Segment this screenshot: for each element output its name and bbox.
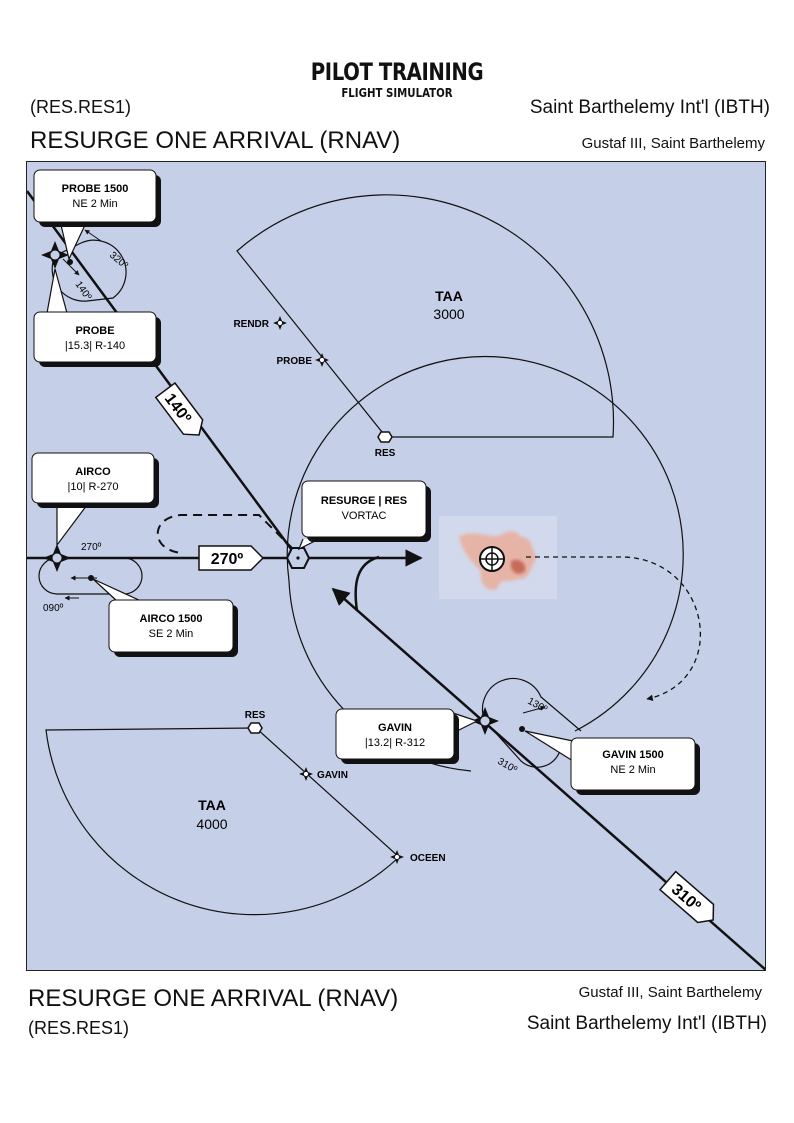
taa-north-boundary	[236, 194, 615, 438]
footer-airport-name: Saint Barthelemy Int'l (IBTH)	[526, 1013, 767, 1034]
taa-south-altitude: 4000	[196, 816, 227, 832]
res-north-waypoint-icon	[377, 431, 393, 443]
logo-sub-text: FLIGHT SIMULATOR	[341, 86, 453, 100]
callout-gavin-fix: GAVIN |13.2| R-312	[335, 708, 479, 764]
procedure-code: (RES.RES1)	[30, 97, 132, 117]
airco-hold-out-heading: 090º	[43, 603, 64, 614]
airport-symbol	[479, 546, 505, 572]
chart-canvas: 320º 140º 270º 090º 130º 310º 140º 270º …	[27, 169, 765, 970]
res-vortac-symbol	[285, 547, 311, 569]
taa-south-fix-res: RES	[245, 710, 266, 721]
footer-procedure-title: RESURGE ONE ARRIVAL (RNAV)	[28, 985, 399, 1012]
resurge-detail: VORTAC	[342, 510, 387, 522]
probe-hold-out-heading: 320º	[107, 250, 130, 272]
probe-waypoint-icon	[315, 353, 329, 367]
taa-south-boundary	[45, 727, 400, 916]
taa-south-label: TAA	[198, 797, 226, 813]
oceen-waypoint-icon	[390, 850, 404, 864]
airco-fix-title: AIRCO	[75, 466, 111, 478]
resurge-title: RESURGE | RES	[321, 495, 407, 507]
callout-gavin-hold: GAVIN 1500 NE 2 Min	[524, 730, 700, 795]
procedure-title: RESURGE ONE ARRIVAL (RNAV)	[30, 127, 401, 154]
rendr-waypoint-icon	[273, 316, 287, 330]
gavin-hold-point	[519, 726, 525, 732]
callout-resurge: RESURGE | RES VORTAC	[297, 480, 431, 551]
callout-probe-hold: PROBE 1500 NE 2 Min	[33, 169, 161, 261]
callout-airco-hold: AIRCO 1500 SE 2 Min	[92, 578, 238, 657]
taa-north-fix-rendr: RENDR	[233, 319, 269, 330]
callout-airco-fix: AIRCO |10| R-270	[31, 452, 159, 547]
pilot-training-logo: PILOT TRAINING FLIGHT SIMULATOR	[0, 58, 794, 100]
course-flag-310: 310º	[658, 870, 715, 924]
taa-south-fix-oceen: OCEEN	[410, 853, 446, 864]
taa-south-fix-gavin: GAVIN	[317, 770, 348, 781]
dashed-hold-res	[156, 514, 294, 554]
footer-airport-location: Gustaf III, Saint Barthelemy	[578, 984, 762, 1001]
airco-hold-title: AIRCO 1500	[140, 613, 203, 625]
airport-location: Gustaf III, Saint Barthelemy	[581, 135, 765, 152]
feeder-arc	[286, 355, 684, 732]
airport-name: Saint Barthelemy Int'l (IBTH)	[529, 97, 770, 118]
gavin-hold-title: GAVIN 1500	[602, 749, 664, 761]
probe-hold-point	[67, 259, 73, 265]
probe-hold-title: PROBE 1500	[62, 183, 129, 195]
gavin-waypoint-icon	[299, 767, 313, 781]
airco-fix-detail: |10| R-270	[68, 481, 119, 493]
gavin-fix-symbol	[471, 707, 499, 735]
logo-main-text: PILOT TRAINING	[310, 58, 484, 86]
airco-hold-in-heading: 270º	[81, 542, 102, 553]
taa-north-altitude: 3000	[433, 306, 464, 322]
course-flag-270: 270º	[198, 545, 265, 571]
taa-north-fix-res: RES	[375, 448, 396, 459]
turn-join	[354, 555, 380, 612]
probe-fix-title: PROBE	[75, 325, 114, 337]
arrival-chart: 320º 140º 270º 090º 130º 310º 140º 270º …	[26, 161, 766, 971]
probe-fix-detail: |15.3| R-140	[65, 340, 125, 352]
airco-hold-point	[88, 575, 94, 581]
probe-hold-detail: NE 2 Min	[72, 198, 117, 210]
gavin-hold-detail: NE 2 Min	[610, 764, 655, 776]
gavin-hold-out-heading: 130º	[526, 696, 549, 715]
airco-fix-symbol	[43, 544, 71, 572]
svg-text:270º: 270º	[211, 551, 244, 568]
airco-hold-detail: SE 2 Min	[149, 628, 194, 640]
probe-hold-in-heading: 140º	[73, 279, 94, 302]
probe-fix-symbol	[41, 241, 69, 269]
footer-procedure-code: (RES.RES1)	[28, 1018, 130, 1038]
course-flag-140: 140º	[154, 381, 204, 436]
taa-north-label: TAA	[435, 288, 463, 304]
gavin-fix-title: GAVIN	[378, 722, 412, 734]
callout-probe-fix: PROBE |15.3| R-140	[33, 268, 161, 367]
gavin-fix-detail: |13.2| R-312	[365, 737, 425, 749]
taa-north-fix-probe: PROBE	[276, 356, 312, 367]
dashed-track	[526, 556, 702, 701]
gavin-hold-in-heading: 310º	[496, 756, 519, 776]
res-south-waypoint-icon	[247, 722, 263, 734]
